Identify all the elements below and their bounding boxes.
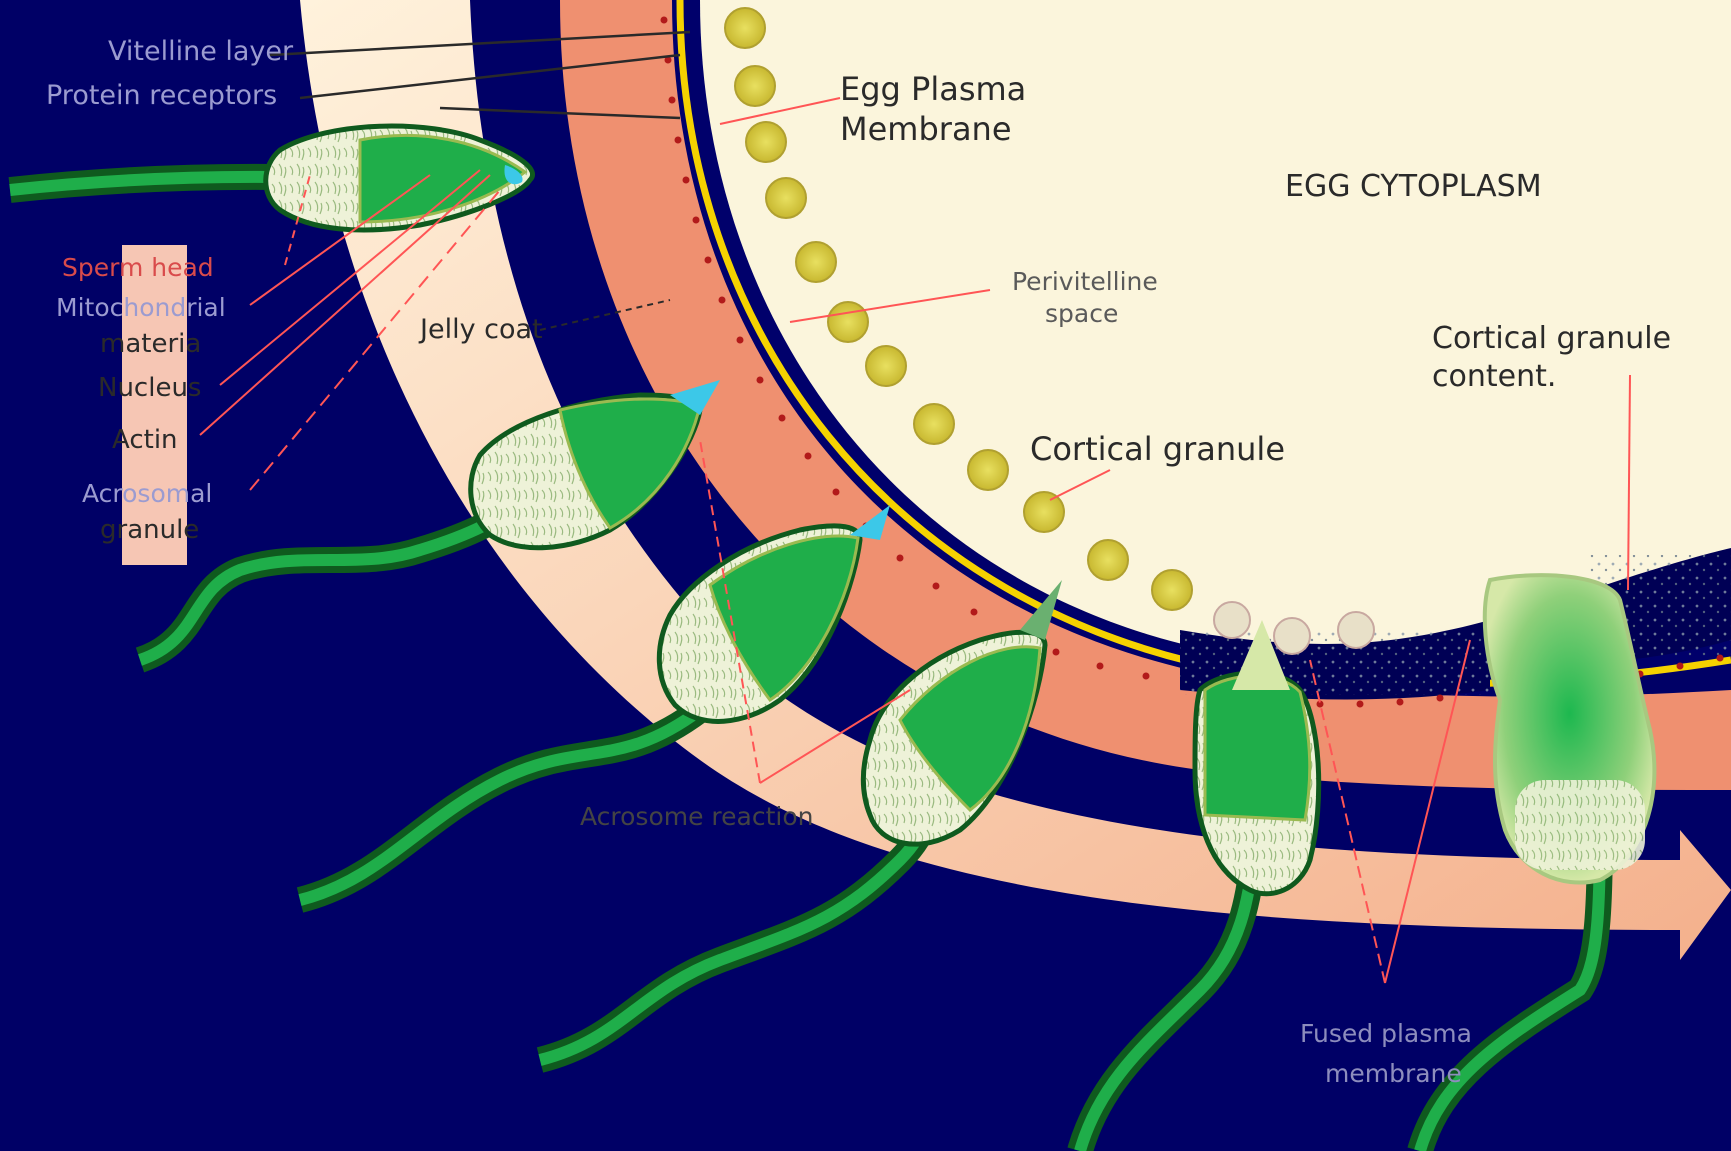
label-nucleus: Nucleus [98, 373, 201, 403]
label-fused-membrane-2: membrane [1325, 1059, 1462, 1088]
cortical-granule [1214, 602, 1250, 638]
label-jelly-coat: Jelly coat [418, 314, 543, 345]
label-egg-plasma-membrane-2: Membrane [840, 110, 1012, 148]
cortical-granule [766, 178, 806, 218]
label-protein-receptors: Protein receptors [46, 80, 277, 111]
label-cortical-granule: Cortical granule [1030, 430, 1285, 468]
label-sperm-head: Sperm head [62, 253, 214, 282]
label-acrosomal-1: Acrosomal [82, 479, 212, 508]
label-acrosome-reaction: Acrosome reaction [580, 802, 814, 831]
cortical-granule [725, 8, 765, 48]
label-perivitelline-2: space [1045, 299, 1118, 328]
label-fused-membrane-1: Fused plasma [1300, 1019, 1472, 1048]
cortical-granule [1024, 492, 1064, 532]
label-egg-cytoplasm: EGG CYTOPLASM [1285, 169, 1542, 204]
label-acrosomal-2: granule [100, 515, 199, 545]
cortical-granule [1152, 570, 1192, 610]
cortical-granule [914, 404, 954, 444]
cortical-granule [735, 66, 775, 106]
label-egg-plasma-membrane-1: Egg Plasma [840, 70, 1026, 108]
label-mitochondrial-1: Mitochondrial [56, 293, 226, 322]
cortical-granule [796, 242, 836, 282]
label-actin: Actin [112, 425, 178, 455]
cortical-granule [1088, 540, 1128, 580]
label-perivitelline-1: Perivitelline [1012, 267, 1158, 296]
cortical-granule [746, 122, 786, 162]
cortical-granule [866, 346, 906, 386]
label-mitochondrial-2: materia [100, 329, 201, 359]
label-vitelline-layer: Vitelline layer [108, 36, 294, 67]
cortical-granule [1274, 618, 1310, 654]
cortical-granule [1338, 612, 1374, 648]
label-cortical-granule-content-2: content. [1432, 359, 1556, 394]
cortical-granule [968, 450, 1008, 490]
label-cortical-granule-content-1: Cortical granule [1432, 321, 1671, 356]
cortical-granule [828, 302, 868, 342]
